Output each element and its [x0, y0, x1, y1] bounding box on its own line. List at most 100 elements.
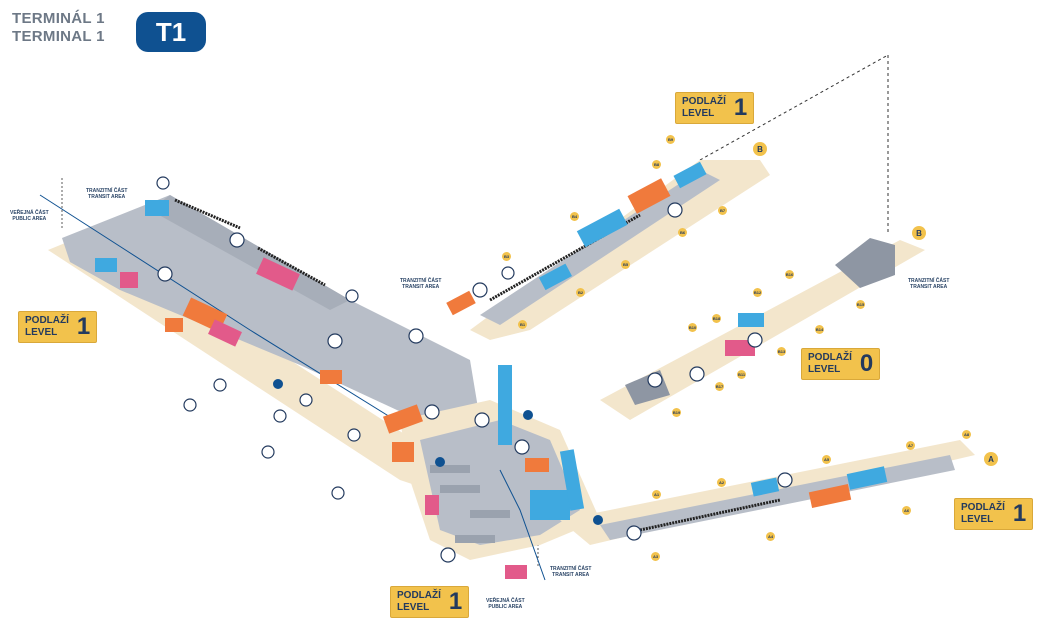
- level-label-cz: PODLAŽÍ: [808, 352, 852, 363]
- gate-number: B3: [502, 252, 511, 261]
- amenity-icon-20: [213, 378, 227, 392]
- gate-number: B10: [688, 323, 697, 332]
- terminal-badge: T1: [136, 12, 206, 52]
- amenity-icon-17: [345, 289, 359, 303]
- gate-number: A4: [766, 532, 775, 541]
- shop-blue-7: [530, 490, 570, 520]
- shop-blue-6: [738, 313, 764, 327]
- shop-orange-1: [627, 178, 671, 214]
- level-label-en: LEVEL: [397, 602, 430, 613]
- level-label-en: LEVEL: [961, 514, 994, 525]
- shop-pink-4: [725, 340, 755, 356]
- level-label-en: LEVEL: [25, 327, 58, 338]
- amenity-icon-22: [331, 486, 345, 500]
- route-line-main: [39, 194, 396, 421]
- level-number: 1: [733, 94, 748, 121]
- gate-number: B11: [737, 370, 746, 379]
- gate-number: A8: [962, 430, 971, 439]
- level-number: 1: [448, 588, 463, 615]
- shop-orange-8: [320, 370, 342, 384]
- amenity-icon-16: [156, 176, 170, 190]
- terminal-title-cz: TERMINÁL 1: [12, 10, 105, 27]
- gate-number: B1: [518, 320, 527, 329]
- pier-letter-b-upper: B: [753, 142, 767, 156]
- gate-number: A1: [652, 490, 661, 499]
- amenity-icon-14: [514, 439, 530, 455]
- level-label-en: LEVEL: [682, 108, 715, 119]
- main-walkway-2: [257, 246, 326, 287]
- gate-number: B18: [712, 314, 721, 323]
- stand-4: [470, 510, 510, 518]
- gate-number: B9: [666, 135, 675, 144]
- zone-label-line: TRANZITNÍ ČÁST: [550, 566, 592, 572]
- shop-blue-5: [673, 161, 707, 189]
- gate-number: B19: [672, 408, 681, 417]
- amenity-icon-10: [408, 328, 424, 344]
- zone-label-line: TRANZITNÍ ČÁST: [400, 278, 442, 284]
- info-icon-1: [273, 379, 283, 389]
- shop-orange-5: [383, 404, 423, 434]
- gate-number: B17: [715, 382, 724, 391]
- building-c-end: [835, 238, 895, 288]
- stand-1: [430, 465, 470, 473]
- zone-label-line: VEŘEJNÁ ČÁST: [10, 210, 49, 216]
- amenity-icon-25: [347, 428, 361, 442]
- amenity-icon-19: [183, 398, 197, 412]
- gate-number: A5: [822, 455, 831, 464]
- stand-3: [455, 535, 495, 543]
- shop-blue-3: [576, 208, 628, 248]
- building-main-roof: [150, 195, 350, 310]
- route-line-bottom: [499, 469, 546, 581]
- level-label-en: LEVEL: [808, 364, 841, 375]
- gate-number: A2: [717, 478, 726, 487]
- shop-pink-2: [120, 272, 138, 288]
- shop-blue-8: [846, 466, 888, 490]
- amenity-icon-11: [327, 333, 343, 349]
- info-icon-3: [523, 410, 533, 420]
- terminal-title-en: TERMINAL 1: [12, 28, 105, 45]
- amenity-icon-3: [667, 202, 683, 218]
- shop-orange-9: [392, 442, 414, 462]
- shop-orange-7: [525, 458, 549, 472]
- amenity-icon-8: [777, 472, 793, 488]
- amenity-icon-2: [157, 266, 173, 282]
- terminal-header: TERMINÁL 1 TERMINAL 1: [12, 10, 105, 46]
- zone-label-line: TRANSIT AREA: [910, 284, 948, 290]
- amenity-icon-9: [626, 525, 642, 541]
- zone-label-line: PUBLIC AREA: [488, 604, 523, 610]
- pier-letter-a: A: [984, 452, 998, 466]
- level-number: 1: [1012, 500, 1027, 527]
- level-number: 0: [859, 350, 874, 377]
- gate-number: B14: [815, 325, 824, 334]
- level-number: 1: [76, 313, 91, 340]
- amenity-icon-6: [689, 366, 705, 382]
- shop-blue-10: [498, 365, 512, 445]
- amenity-icon-23: [299, 393, 313, 407]
- zone-label-line: TRANSIT AREA: [88, 194, 126, 200]
- level-label-cz: PODLAŽÍ: [682, 96, 726, 107]
- zone-label-line: TRANZITNÍ ČÁST: [86, 188, 128, 194]
- amenity-icon-5: [747, 332, 763, 348]
- building-b-pier: [480, 170, 720, 325]
- gate-number: A3: [651, 552, 660, 561]
- zone-label-line: TRANSIT AREA: [552, 572, 590, 578]
- shop-pink-6: [425, 495, 439, 515]
- info-icon-4: [593, 515, 603, 525]
- building-main: [62, 195, 480, 430]
- level-label-cz: PODLAŽÍ: [961, 502, 1005, 513]
- b-pier-walkway: [489, 213, 641, 302]
- shop-pink-3: [208, 319, 242, 347]
- zone-label-line: PUBLIC AREA: [12, 216, 47, 222]
- gate-number: B5: [621, 260, 630, 269]
- pier-letter-b-lower: B: [912, 226, 926, 240]
- shop-blue-4: [538, 263, 572, 291]
- gate-number: B7: [718, 206, 727, 215]
